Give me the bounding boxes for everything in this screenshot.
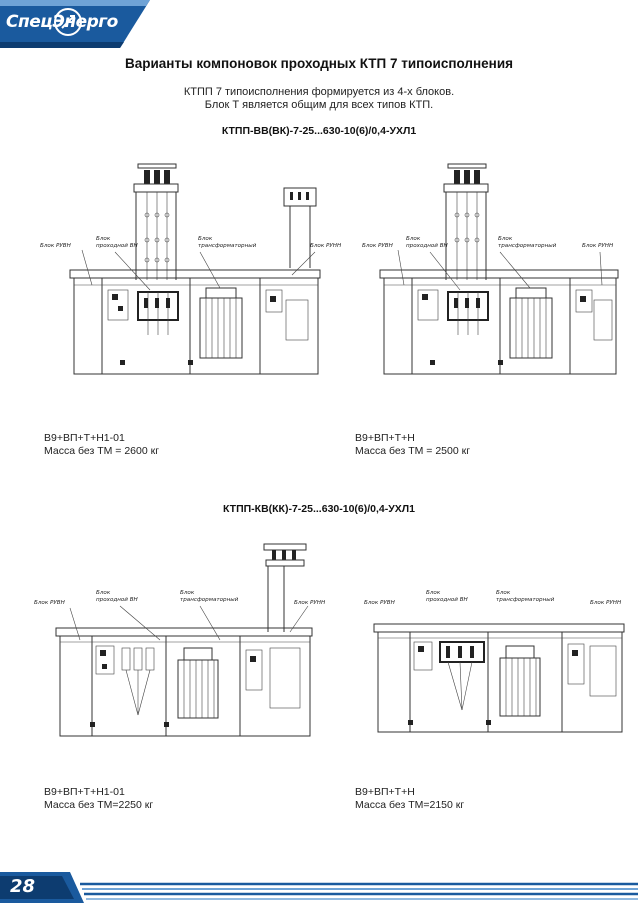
caption-s2l-line1: В9+ВП+Т+Н1-01 <box>44 786 125 798</box>
caption-s2r-line1: В9+ВП+Т+Н <box>355 786 415 798</box>
label-s1l-tr: Блок трансформаторный <box>198 236 257 249</box>
section-1-heading: КТПП-ВВ(ВК)-7-25...630-10(6)/0,4-УХЛ1 <box>221 125 417 137</box>
caption-s1l-line2: Масса без ТМ = 2600 кг <box>44 445 160 457</box>
label-s1l-ruvn: Блок РУВН <box>40 243 71 249</box>
caption-s1l-line1: В9+ВП+Т+Н1-01 <box>44 432 125 444</box>
label-s2l-runn: Блок РУНН <box>294 600 326 606</box>
section-2-heading: КТПП-КВ(КК)-7-25...630-10(6)/0,4-УХЛ1 <box>222 503 416 515</box>
diagram-s2-right <box>373 623 625 733</box>
footer-bar <box>0 872 638 903</box>
label-s1r-tr: Блок трансформаторный <box>498 236 557 249</box>
label-s1r-hv: Блок проходной ВН <box>406 236 448 249</box>
caption-s2r-line2: Масса без ТМ=2150 кг <box>355 799 465 811</box>
label-s2l-tr: Блок трансформаторный <box>180 590 239 603</box>
label-s1r-runn: Блок РУНН <box>582 243 614 249</box>
diagram-s1-left <box>69 163 321 375</box>
caption-s2l-line2: Масса без ТМ=2250 кг <box>44 799 154 811</box>
label-s2r-hv: Блок проходной ВН <box>426 590 468 603</box>
label-s1l-runn: Блок РУНН <box>310 243 342 249</box>
logo-text: СпецЭнерго <box>6 12 118 32</box>
diagram-s2-left <box>55 543 313 737</box>
page-number: 28 <box>10 876 36 897</box>
label-s2l-hv: Блок проходной ВН <box>96 590 138 603</box>
intro-line-2: Блок Т является общим для всех типов КТП… <box>204 99 434 111</box>
company-logo <box>0 0 150 48</box>
label-s2l-ruvn: Блок РУВН <box>34 600 65 606</box>
caption-s1r-line2: Масса без ТМ = 2500 кг <box>355 445 471 457</box>
caption-s1r-line1: В9+ВП+Т+Н <box>355 432 415 444</box>
intro-line-1: КТПП 7 типоисполнения формируется из 4-х… <box>183 86 455 98</box>
label-s1r-ruvn: Блок РУВН <box>362 243 393 249</box>
label-s1l-hv: Блок проходной ВН <box>96 236 138 249</box>
diagram-s1-right <box>379 163 619 375</box>
label-s2r-runn: Блок РУНН <box>590 600 622 606</box>
page-title: Варианты компоновок проходных КТП 7 типо… <box>124 56 513 71</box>
label-s2r-ruvn: Блок РУВН <box>364 600 395 606</box>
label-s2r-tr: Блок трансформаторный <box>496 590 555 603</box>
